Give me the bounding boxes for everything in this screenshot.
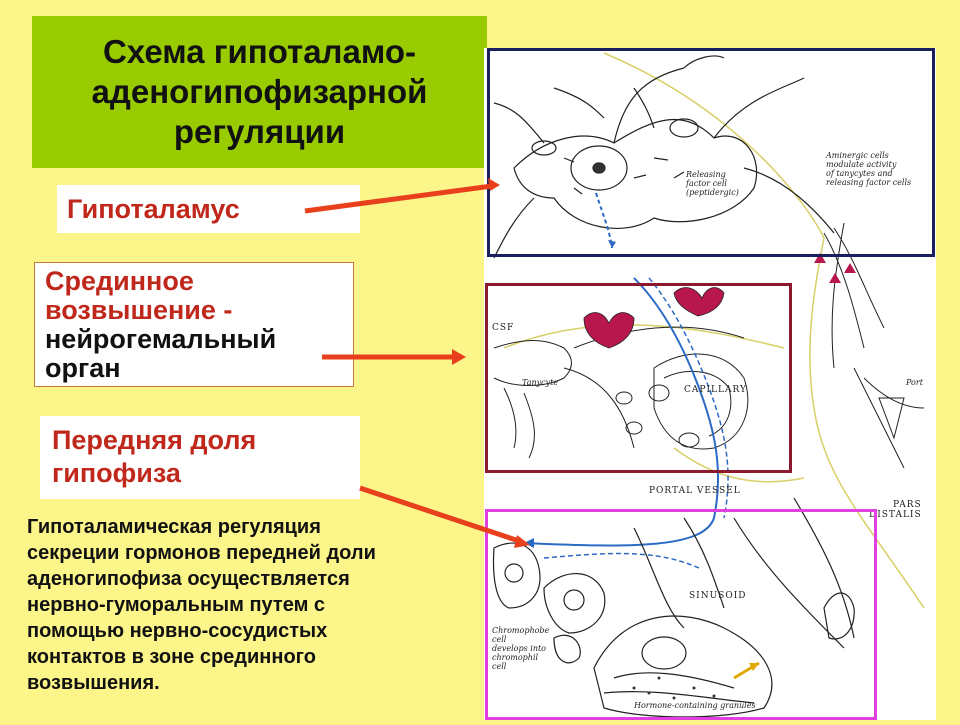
anterior-pituitary-arrow	[359, 485, 530, 548]
tanycyte-label: Tanycyte	[522, 378, 559, 387]
illustration-drawing	[492, 52, 925, 718]
pars-distalis-label: PARS DISTALIS	[869, 500, 922, 520]
portal-right-label: Port	[906, 378, 923, 387]
neurohemal-organ-text: нейрогемальный орган	[45, 324, 277, 383]
description-text: Гипоталамическая регуляция секреции горм…	[27, 516, 376, 694]
sinusoid-label: SINUSOID	[689, 591, 747, 601]
aminergic-cells-label: Aminergic cells modulate activity of tan…	[826, 151, 912, 187]
chromophobe-label: Chromophobe cell develops into chromophi…	[492, 626, 550, 671]
median-eminence-arrow	[322, 349, 466, 365]
title-panel: Схема гипоталамо- аденогипофизарной регу…	[32, 16, 487, 168]
granules-label: Hormone-containing granules	[634, 701, 756, 710]
releasing-factor-cell-label: Releasing factor cell (peptidergic)	[686, 170, 739, 197]
hypothalamus-arrow	[304, 178, 500, 214]
page-title: Схема гипоталамо- аденогипофизарной регу…	[91, 33, 428, 150]
median-eminence-title: Срединное возвышение -	[45, 266, 233, 325]
median-eminence-label: Срединное возвышение - нейрогемальный ор…	[34, 262, 354, 387]
capillary-label: CAPILLARY	[684, 385, 747, 395]
anterior-pituitary-label: Передняя доля гипофиза	[40, 416, 360, 499]
csf-label: CSF	[492, 323, 515, 333]
portal-vessel-label: PORTAL VESSEL	[649, 486, 741, 496]
hypothalamic-pituitary-illustration: Releasing factor cell (peptidergic) Amin…	[484, 48, 936, 720]
